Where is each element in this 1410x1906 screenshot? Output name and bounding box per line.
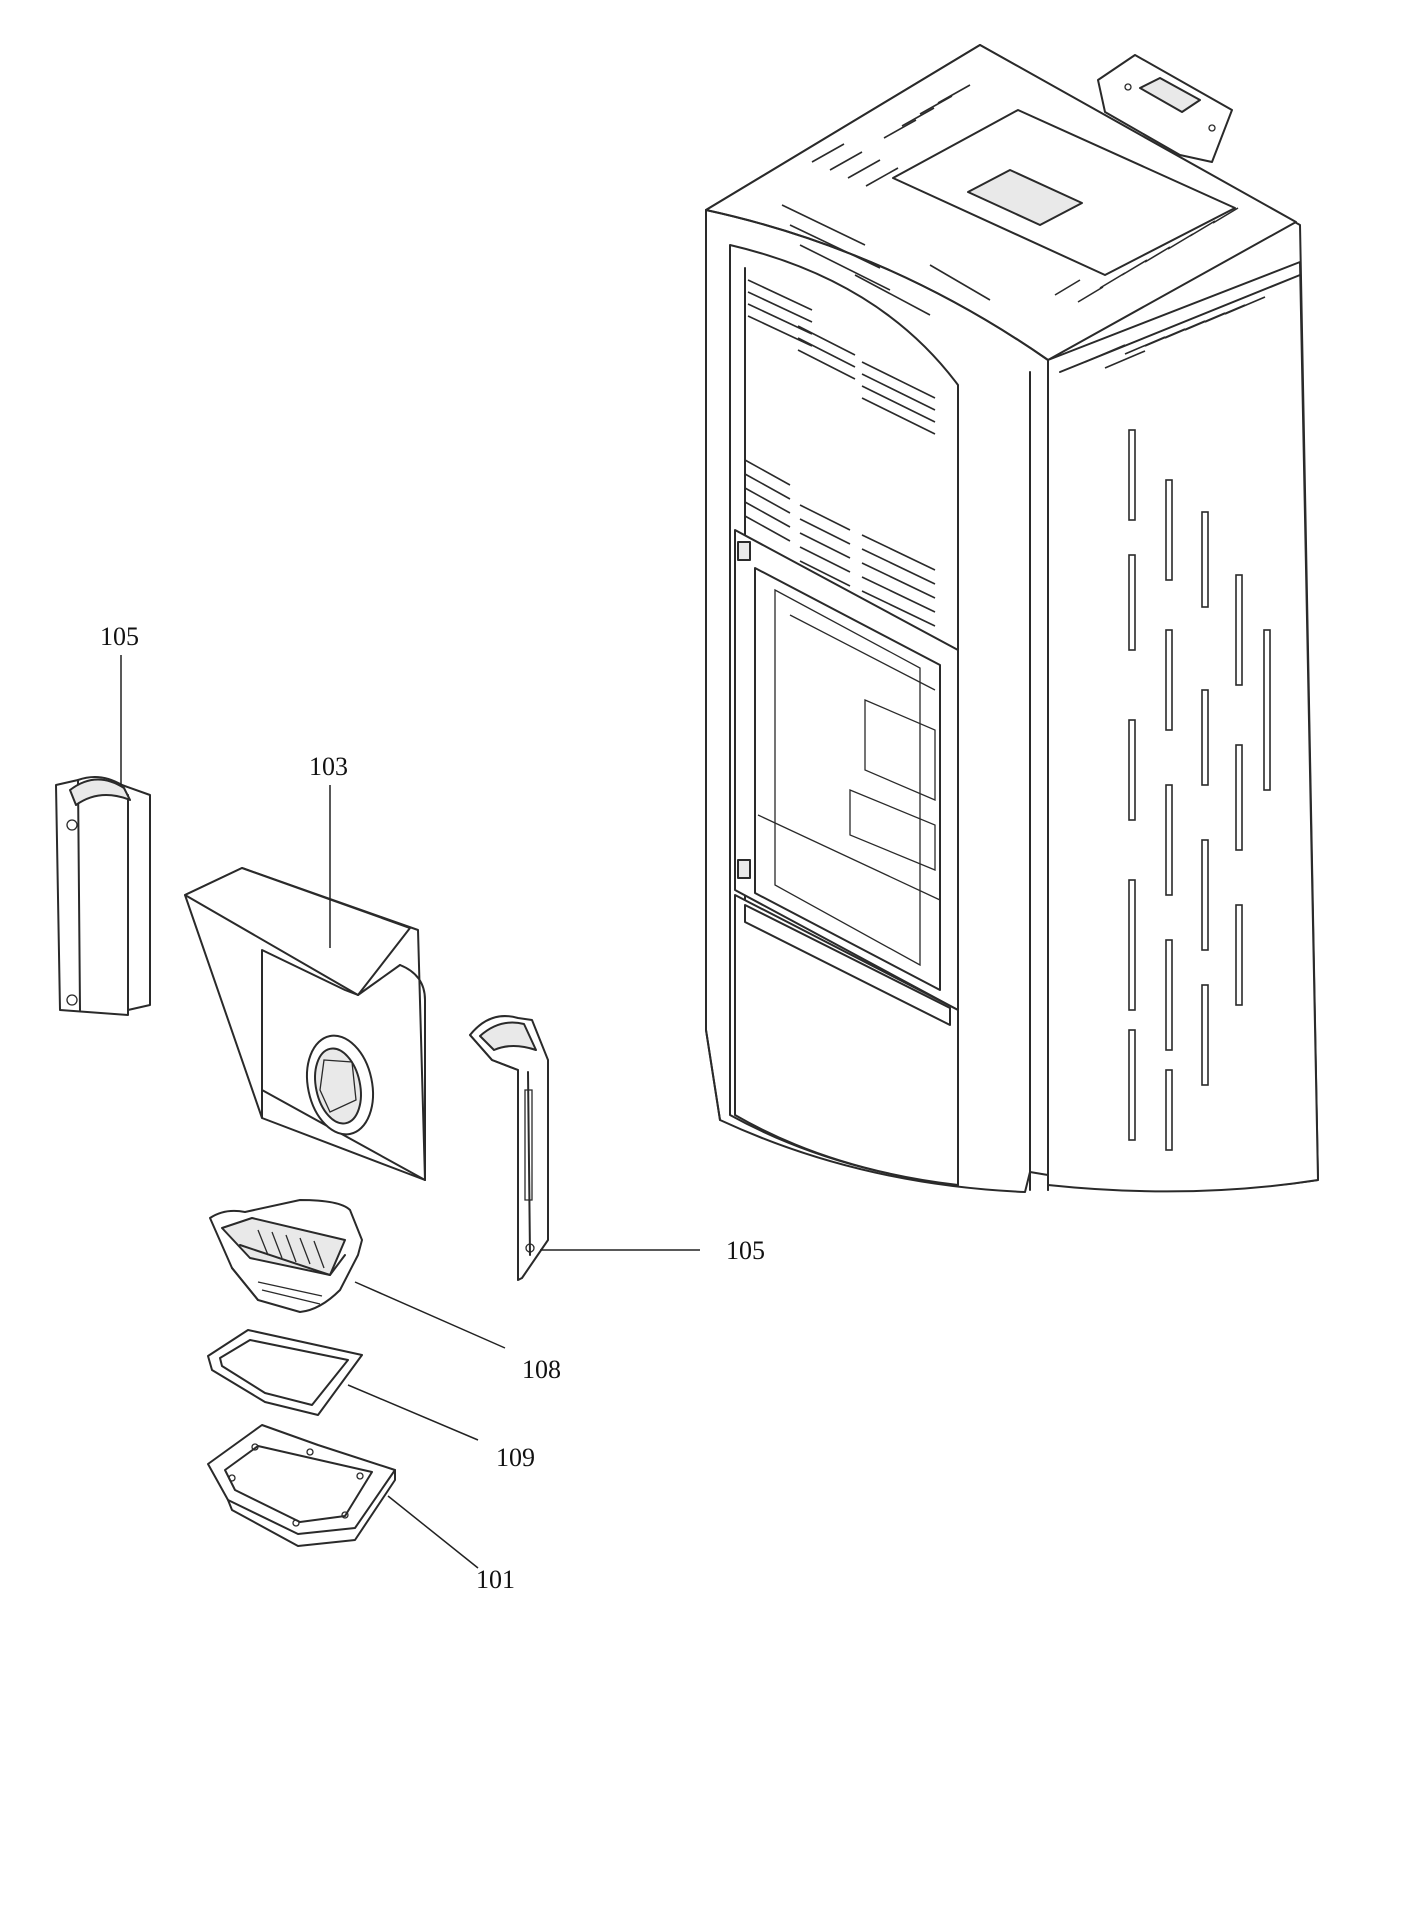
top-vent-slots-front [781,204,991,316]
callout-108: 108 [522,1355,561,1384]
callout-105-left: 105 [100,622,139,651]
top-pellet-hatch [967,169,1083,226]
part-105-right-side-liner [469,1015,549,1281]
front-left-edge [705,209,721,1121]
top-vent-slots-left [811,84,971,187]
part-108-burn-pot [209,1199,363,1313]
leader-lines [120,655,700,1569]
front-upper-vent-louvers [747,279,936,435]
part-105-left-side-liner [55,775,151,1016]
leader-108 [354,1281,506,1349]
ash-drawer-panel [734,894,959,1186]
part-101-base-plate [207,1424,396,1547]
callout-105-right: 105 [726,1236,765,1265]
control-display-panel [1097,54,1233,163]
callout-labels: 105 103 105 108 109 101 [100,622,765,1594]
callout-109: 109 [496,1443,535,1472]
callout-103: 103 [309,752,348,781]
pellet-stove-assembly [705,44,1319,1193]
fire-door [734,529,959,1011]
top-center-panel [892,109,1236,276]
part-109-gasket [207,1329,363,1416]
leader-109 [347,1384,479,1441]
stove-side-panel [1047,261,1319,1193]
leader-101 [387,1495,479,1569]
front-lower-vent-louvers [744,459,936,627]
side-vertical-vent-slots [1128,429,1271,1151]
callout-101: 101 [476,1565,515,1594]
part-103-deflector-plate [184,867,426,1181]
top-vent-slots-right [1054,207,1239,303]
side-top-vent-slots [1084,296,1266,369]
ash-drawer-handle [744,904,951,1026]
stove-front-face [705,209,1049,1191]
